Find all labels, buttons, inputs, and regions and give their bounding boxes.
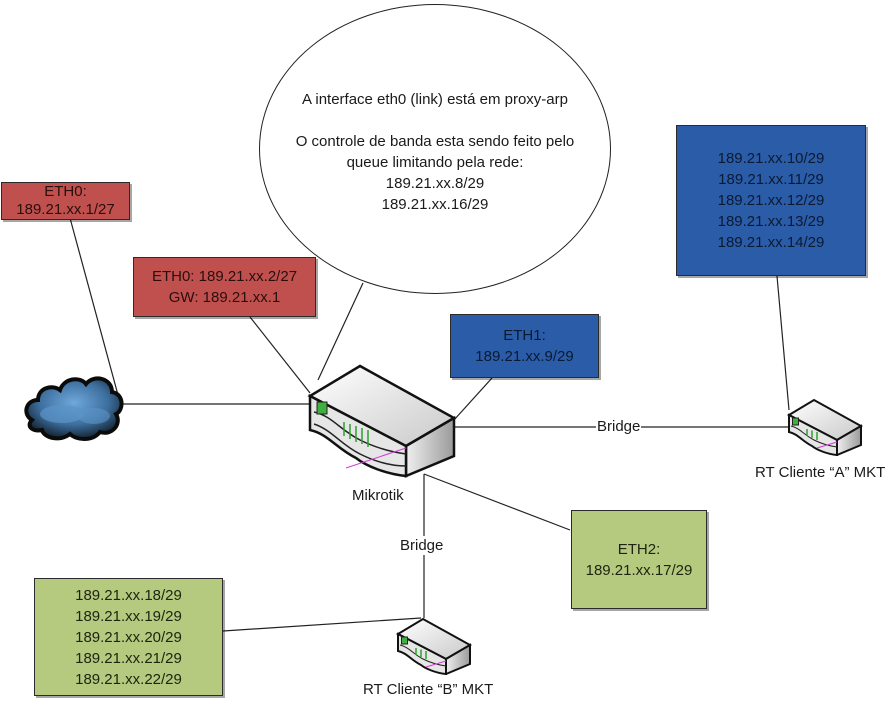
mikrotik-eth0-gateway: GW: 189.21.xx.1 (168, 289, 281, 306)
upstream-eth0-label: ETH0: 189.21.xx.1/27 (1, 182, 130, 220)
mikrotik-eth1-address: 189.21.xx.9/29 (475, 348, 574, 365)
mikrotik-device-label: Mikrotik (352, 487, 404, 504)
upstream-eth0-address: 189.21.xx.1/27 (16, 201, 115, 218)
client-b-ip: 189.21.xx.18/29 (75, 586, 182, 604)
client-b-device-label: RT Cliente “B” MKT (363, 681, 494, 698)
mikrotik-eth1-label: ETH1: 189.21.xx.9/29 (450, 314, 599, 378)
client-a-device-label: RT Cliente “A” MKT (755, 464, 886, 481)
note-line-3: queue limitando pela rede: (346, 154, 524, 171)
client-b-ip: 189.21.xx.22/29 (75, 670, 182, 688)
client-b-ip: 189.21.xx.21/29 (75, 649, 182, 667)
mikrotik-eth0-address: ETH0: 189.21.xx.2/27 (151, 268, 298, 285)
proxy-arp-note: A interface eth0 (link) está em proxy-ar… (259, 4, 611, 294)
client-a-ip: 189.21.xx.10/29 (717, 150, 825, 167)
client-a-ip: 189.21.xx.12/29 (717, 192, 825, 209)
client-a-router-icon (787, 398, 863, 456)
link-client-a-ips-to-client-a (776, 275, 790, 411)
mikrotik-eth1-title: ETH1: (503, 327, 546, 344)
client-a-ip: 189.21.xx.11/29 (718, 171, 824, 188)
client-b-ip: 189.21.xx.19/29 (75, 607, 182, 625)
link-upstream-to-cloud (69, 217, 119, 396)
bridge-a-label: Bridge (596, 418, 642, 435)
upstream-eth0-title: ETH0: (44, 183, 87, 200)
mikrotik-eth2-address: 189.21.xx.17/29 (585, 561, 693, 579)
link-note-to-mikrotik (317, 282, 364, 381)
note-line-2: O controle de banda esta sendo feito pel… (295, 133, 575, 150)
mikrotik-eth2-label: ETH2: 189.21.xx.17/29 (571, 510, 707, 609)
client-b-ip: 189.21.xx.20/29 (75, 628, 182, 646)
client-a-ip: 189.21.xx.14/29 (717, 234, 825, 251)
link-mikrotik-to-eth2-label (423, 473, 571, 531)
mikrotik-eth0-label: ETH0: 189.21.xx.2/27 GW: 189.21.xx.1 (133, 257, 316, 317)
client-b-router-icon (396, 617, 472, 675)
note-network-2: 189.21.xx.16/29 (381, 196, 489, 213)
note-network-1: 189.21.xx.8/29 (385, 175, 485, 192)
client-b-ip-list: 189.21.xx.18/29 189.21.xx.19/29 189.21.x… (34, 578, 223, 696)
client-a-ip: 189.21.xx.13/29 (717, 213, 825, 230)
internet-cloud-icon (24, 376, 124, 441)
link-eth1-label-to-mikrotik (453, 377, 493, 421)
link-client-b-ips-to-client-b (222, 617, 422, 632)
mikrotik-router-icon (307, 364, 457, 478)
note-line-1: A interface eth0 (link) está em proxy-ar… (302, 91, 568, 108)
client-a-ip-list: 189.21.xx.10/29 189.21.xx.11/29 189.21.x… (676, 125, 866, 276)
mikrotik-eth2-title: ETH2: (617, 540, 661, 558)
bridge-b-label: Bridge (400, 536, 444, 555)
link-eth0-label-to-mikrotik (249, 316, 311, 394)
